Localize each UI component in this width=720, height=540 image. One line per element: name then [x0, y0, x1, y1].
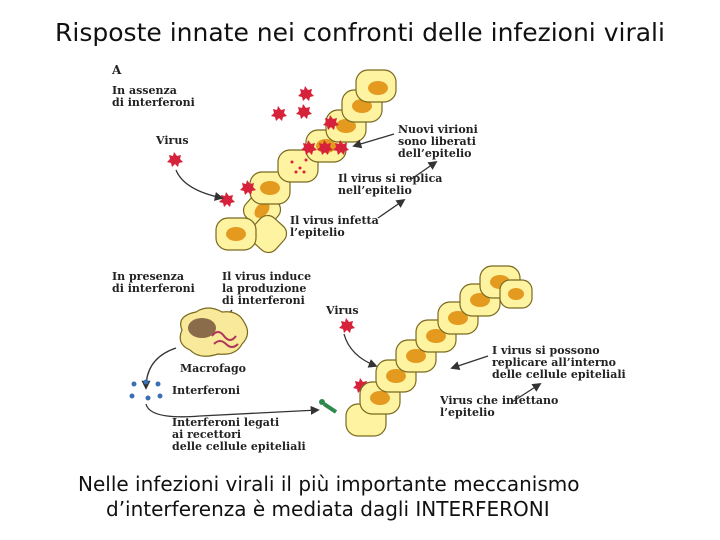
macrophage: [179, 307, 249, 357]
virus-icon: [167, 152, 183, 167]
caption-line-1: Nelle infezioni virali il più importante…: [78, 472, 580, 496]
cell-nucleus: [254, 202, 270, 218]
cell-nucleus: [448, 311, 468, 325]
new-virions-2: sono liberati: [398, 135, 476, 148]
arrow-can-replicate: [450, 355, 489, 371]
virus-icon: [333, 140, 349, 155]
cell-nucleus: [226, 227, 246, 241]
induces-1: Il virus induce: [222, 270, 311, 283]
virus-icon: [219, 192, 235, 207]
panel-b-virus-label: Virus: [325, 304, 359, 317]
arrow-infect-epith: [511, 383, 542, 403]
panel-a-heading-1: In assenza: [112, 84, 177, 97]
arrow-macrophage-to-interferons: [141, 347, 177, 390]
cell-nucleus: [386, 369, 406, 383]
caption-line-2: d’interferenza è mediata dagli INTERFERO…: [106, 497, 550, 521]
slide-caption: Nelle infezioni virali il più importante…: [78, 472, 678, 522]
virus-icon: [339, 318, 355, 333]
virus-icon: [298, 86, 314, 101]
infect-epith-1: Virus che infettano: [439, 394, 558, 407]
induces-2: la produzione: [222, 282, 306, 295]
arrow-virus-b: [343, 333, 378, 368]
new-virions-1: Nuovi virioni: [398, 123, 478, 136]
epithelium-a: [215, 69, 397, 254]
interferon-receptor: [319, 399, 338, 414]
virus-icon: [317, 140, 333, 155]
epithelium-b: [345, 265, 533, 437]
virus-icon: [353, 378, 369, 393]
infects-2: l’epitelio: [290, 226, 345, 239]
cell-nucleus: [406, 349, 426, 363]
arrow-virus-to-epithelium: [175, 169, 224, 201]
can-replicate-3: delle cellule epiteliali: [492, 368, 626, 381]
arrow-replicates: [409, 160, 438, 181]
virus-icon: [240, 180, 256, 195]
cell-nucleus: [368, 81, 388, 95]
panel-a-letter: A: [111, 63, 122, 77]
induces-3: di interferoni: [222, 294, 305, 307]
panel-b-heading-2: di interferoni: [112, 282, 195, 295]
virus-icon: [301, 140, 317, 155]
slide-title: Risposte innate nei confronti delle infe…: [55, 18, 665, 47]
cell-nucleus: [370, 391, 390, 405]
infect-epith-2: l’epitelio: [440, 406, 495, 419]
epithelial-cell: [277, 149, 319, 183]
arrow-infects: [377, 198, 406, 219]
arrow-new-virions: [352, 133, 395, 149]
virus-icon: [323, 115, 339, 130]
replicates-2: nell’epitelio: [338, 184, 412, 197]
cell-nucleus: [426, 329, 446, 343]
interferons-label: Interferoni: [172, 384, 240, 397]
virus-icon: [296, 104, 312, 119]
cell-nucleus: [508, 288, 524, 300]
bound-1: Interferoni legati: [172, 416, 279, 429]
interferon-molecules: [129, 379, 163, 401]
bound-2: ai recettori: [172, 428, 241, 441]
cell-nucleus: [336, 119, 356, 133]
epithelial-cell: [248, 214, 288, 254]
bound-3: delle cellule epiteliali: [172, 440, 306, 453]
panel-a-heading-2: di interferoni: [112, 96, 195, 109]
arrow-interferons-to-cells: [145, 403, 320, 418]
macrophage-label: Macrofago: [180, 362, 246, 375]
panel-a-virus-label: Virus: [155, 134, 189, 147]
infects-1: Il virus infetta: [290, 214, 379, 227]
new-virions-3: dell’epitelio: [398, 147, 472, 160]
can-replicate-2: replicare all’interno: [492, 356, 616, 369]
cell-nucleus: [260, 181, 280, 195]
panel-b-heading-1: In presenza: [112, 270, 184, 283]
virus-icon: [271, 106, 287, 121]
can-replicate-1: I virus si possono: [492, 344, 600, 357]
